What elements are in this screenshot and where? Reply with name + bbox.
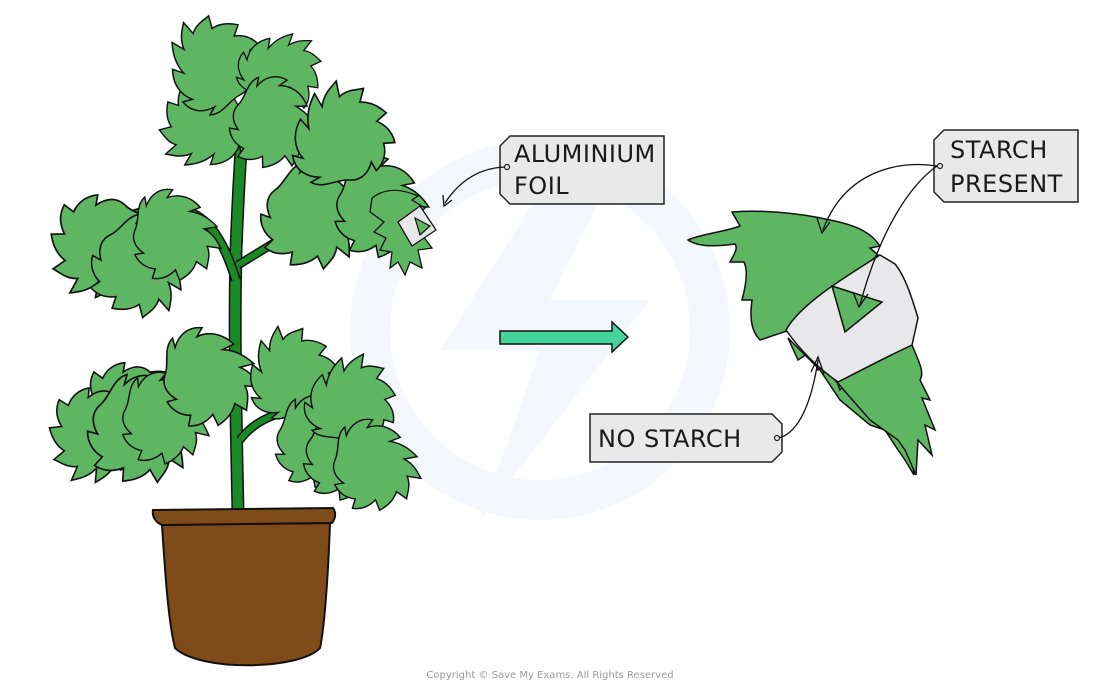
label-aluminium-foil-line2: FOIL [514,172,569,200]
pointer-arrowhead-upper [816,217,831,235]
pointer-arrowhead-lower [852,291,869,309]
foil-covered-leaf-small [369,189,437,277]
uncovered-window [830,284,884,334]
label-starch-present-line2: PRESENT [950,170,1063,198]
pointer-arrowhead [810,355,825,375]
pointer-line-lower [859,165,938,306]
label-starch-present: STARCH PRESENT [816,129,1079,309]
label-starch-present-line1: STARCH [950,136,1048,164]
tested-leaf-enlarged [686,210,937,476]
potted-plant [40,0,437,667]
label-no-starch-text: NO STARCH [598,425,742,453]
label-aluminium-foil: ALUMINIUM FOIL [442,135,665,208]
copyright-notice: Copyright © Save My Exams. All Rights Re… [426,670,674,681]
pointer-line [778,359,819,439]
label-no-starch: NO STARCH [589,355,825,463]
pointer-arrowhead [442,194,453,208]
pointer-line-upper [822,163,938,231]
label-aluminium-foil-line1: ALUMINIUM [514,140,656,168]
pointer-line [444,166,506,204]
process-arrow [499,320,630,354]
plant-pot [151,506,337,667]
